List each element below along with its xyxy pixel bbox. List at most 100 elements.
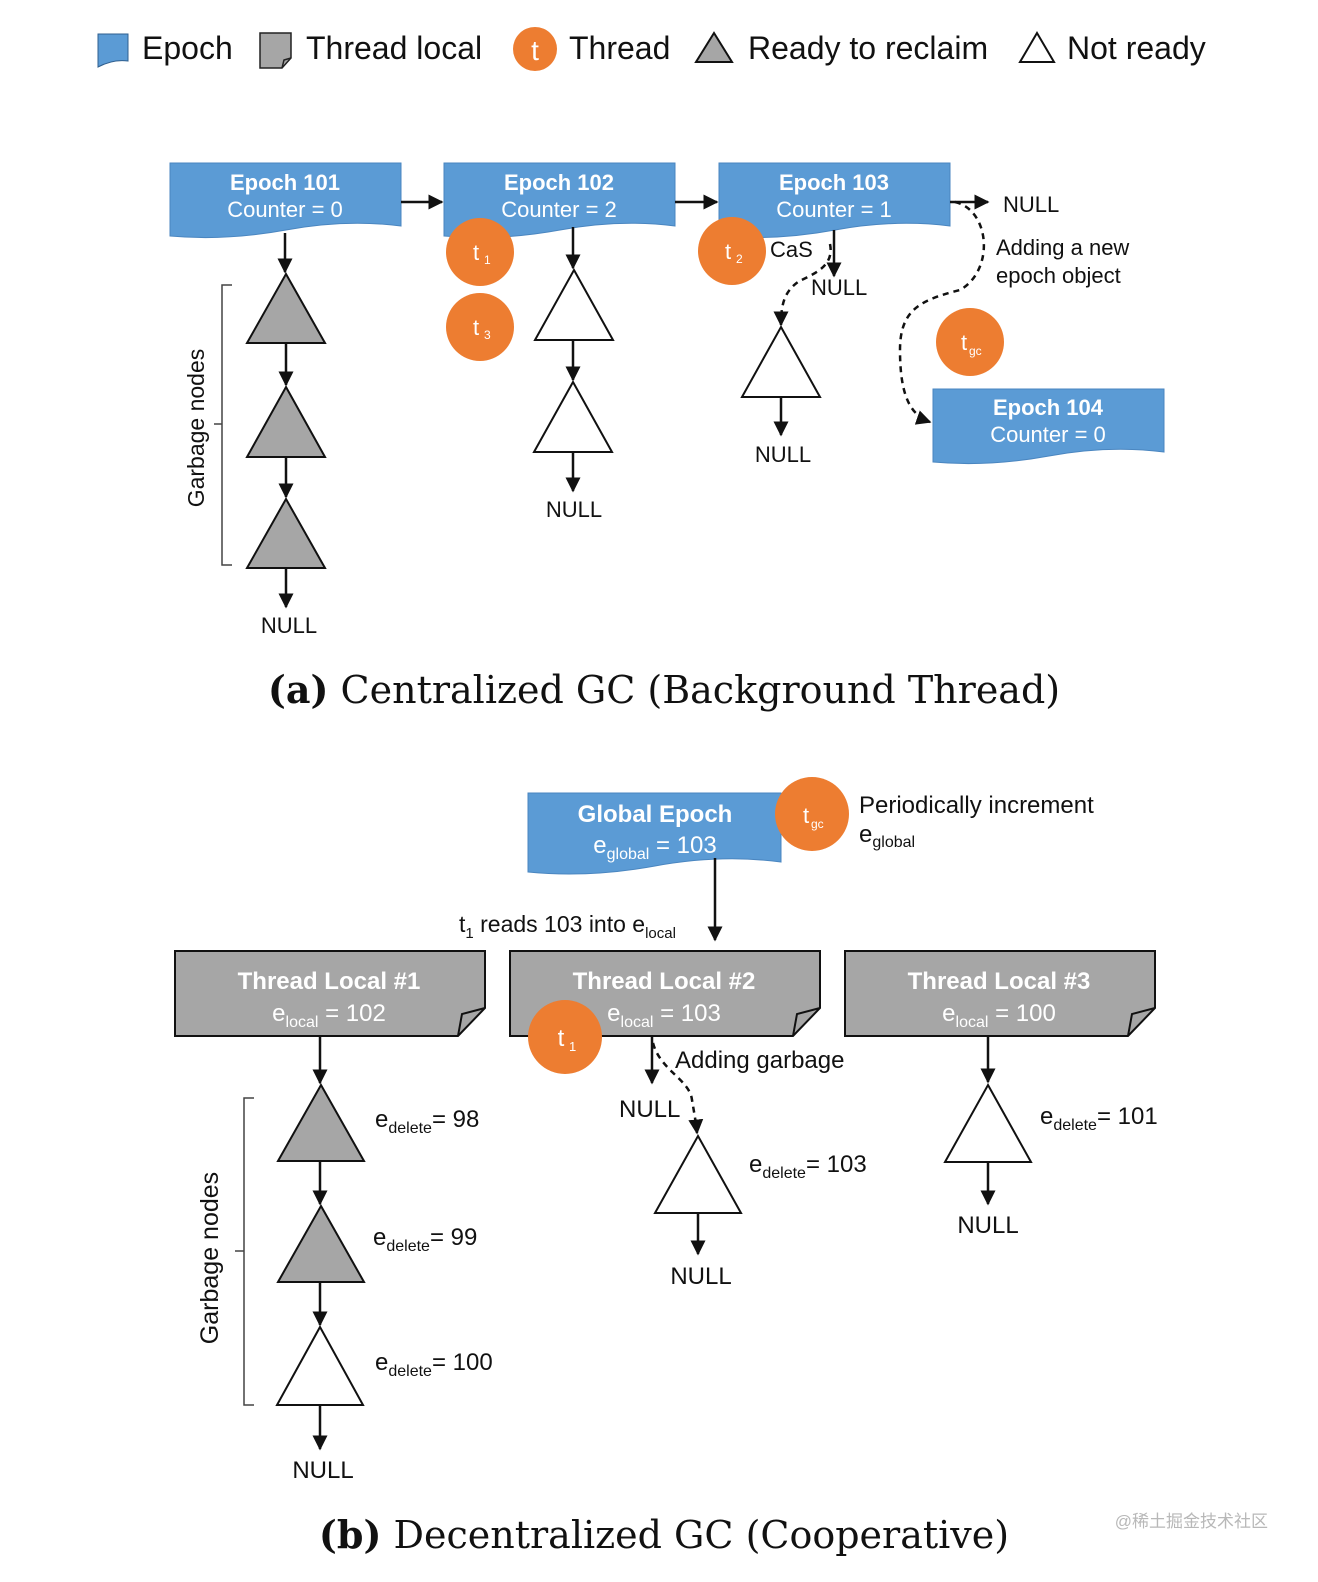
thread-t3-a-letter: t <box>473 315 479 340</box>
garbage-bracket-b <box>235 1097 254 1406</box>
thread-t1-a-sub: 1 <box>484 253 491 267</box>
caption-b: (b) Decentralized GC (Cooperative) <box>319 1512 1009 1557</box>
epoch-103-counter: Counter = 1 <box>776 197 892 222</box>
legend: Epoch Thread local t Thread Ready to rec… <box>97 27 1206 71</box>
periodically-line1: Periodically increment <box>859 792 1094 819</box>
thread-local-box-1: Thread Local #1 elocal = 102 <box>174 950 486 1037</box>
not-ready-triangle-e1 <box>653 1133 743 1214</box>
thread-local-1-title: Thread Local #1 <box>238 968 421 995</box>
thread-tgc-b: t gc <box>775 777 849 851</box>
caption-b-bold: (b) <box>319 1512 382 1557</box>
ready-triangle-a1 <box>245 271 327 344</box>
dashed-cas-arrow <box>773 243 832 327</box>
epoch-101-counter: Counter = 0 <box>227 197 343 222</box>
thread-t3-a-sub: 3 <box>484 328 491 342</box>
legend-thread-local-label: Thread local <box>306 30 482 66</box>
ready-triangle-a2 <box>245 384 327 458</box>
not-ready-triangle-legend-icon <box>1018 31 1056 63</box>
epoch-104-title: Epoch 104 <box>993 395 1104 420</box>
adding-new-line1: Adding a new <box>996 235 1129 260</box>
ready-triangle-legend-icon <box>694 31 734 63</box>
panel-b: Global Epoch eglobal = 103 t gc Periodic… <box>174 777 1158 1557</box>
ready-triangle-d2 <box>276 1203 366 1283</box>
thread-tgc-b-letter: t <box>803 803 809 828</box>
thread-t2-a-sub: 2 <box>736 252 743 266</box>
thread-t1-a: t 1 <box>446 218 514 286</box>
watermark: @稀土掘金技术社区 <box>1115 1512 1268 1531</box>
legend-thread-label: Thread <box>569 30 670 66</box>
epoch-box-103: Epoch 103 Counter = 1 <box>718 162 951 239</box>
epoch-box-104: Epoch 104 Counter = 0 <box>932 388 1165 465</box>
legend-ready-label: Ready to reclaim <box>748 30 988 66</box>
null-label-102: NULL <box>546 497 602 522</box>
null-label-101: NULL <box>261 613 317 638</box>
adding-new-line2: epoch object <box>996 263 1121 288</box>
epoch-104-counter: Counter = 0 <box>990 422 1106 447</box>
null-label-103-cas: NULL <box>811 275 867 300</box>
epoch-legend-icon <box>97 33 129 68</box>
global-epoch-title: Global Epoch <box>578 801 733 828</box>
thread-t2-a: t 2 <box>698 217 766 285</box>
null-label-103-chain: NULL <box>755 442 811 467</box>
not-ready-triangle-c1 <box>740 324 822 398</box>
periodically-line2: eglobal <box>859 821 915 851</box>
edelete-98: edelete= 98 <box>375 1106 479 1137</box>
garbage-nodes-label-b: Garbage nodes <box>196 1172 224 1344</box>
reads-label: t1 reads 103 into elocal <box>459 911 676 942</box>
garbage-nodes-label-a: Garbage nodes <box>183 349 209 508</box>
thread-t1-b-sub: 1 <box>569 1039 576 1054</box>
edelete-100: edelete= 100 <box>375 1349 493 1380</box>
null-label-103-next: NULL <box>1003 192 1059 217</box>
ready-triangle-a3 <box>245 496 327 569</box>
thread-legend-icon <box>513 27 557 71</box>
thread-t1-b-letter: t <box>558 1025 565 1052</box>
epoch-103-title: Epoch 103 <box>779 170 889 195</box>
not-ready-triangle-b2 <box>532 379 614 453</box>
not-ready-triangle-d3 <box>275 1324 365 1406</box>
legend-not-ready-label: Not ready <box>1067 30 1206 66</box>
not-ready-triangle-b1 <box>533 267 615 341</box>
legend-epoch-label: Epoch <box>142 30 233 66</box>
edelete-99: edelete= 99 <box>373 1224 477 1255</box>
panel-a: Epoch 101 Counter = 0 Epoch 102 Counter … <box>169 162 1165 712</box>
thread-tgc-a: t gc <box>936 308 1004 376</box>
epoch-box-101: Epoch 101 Counter = 0 <box>169 162 402 239</box>
thread-tgc-a-sub: gc <box>969 344 982 358</box>
caption-b-text: Decentralized GC (Cooperative) <box>394 1513 1010 1557</box>
thread-local-3-value: elocal = 100 <box>942 1000 1056 1031</box>
null-label-tl2: NULL <box>670 1263 731 1290</box>
thread-legend-letter: t <box>531 35 539 66</box>
thread-tgc-a-letter: t <box>961 330 967 355</box>
thread-local-1-value: elocal = 102 <box>272 1000 386 1031</box>
null-label-tl1: NULL <box>292 1457 353 1484</box>
thread-t2-a-letter: t <box>725 239 731 264</box>
epoch-102-counter: Counter = 2 <box>501 197 617 222</box>
ready-triangle-d1 <box>276 1082 366 1162</box>
epoch-101-title: Epoch 101 <box>230 170 340 195</box>
global-epoch-value-line: eglobal = 103 <box>593 832 716 863</box>
dashed-adding-garbage-arrow <box>651 1042 704 1135</box>
epoch-102-title: Epoch 102 <box>504 170 614 195</box>
thread-local-legend-icon <box>259 32 292 69</box>
not-ready-triangle-f1 <box>943 1082 1033 1163</box>
thread-t1-a-letter: t <box>473 240 479 265</box>
thread-local-2-title: Thread Local #2 <box>573 968 756 995</box>
thread-tgc-b-sub: gc <box>811 817 824 831</box>
adding-garbage-label: Adding garbage <box>675 1047 844 1074</box>
edelete-103: edelete= 103 <box>749 1151 867 1182</box>
epoch-box-102: Epoch 102 Counter = 2 <box>443 162 676 239</box>
thread-local-2-value: elocal = 103 <box>607 1000 721 1031</box>
global-epoch-box: Global Epoch eglobal = 103 <box>527 792 782 875</box>
thread-t3-a: t 3 <box>446 293 514 361</box>
thread-local-box-3: Thread Local #3 elocal = 100 <box>844 950 1156 1037</box>
null-label-tl2-head: NULL <box>619 1096 680 1123</box>
thread-t1-b: t 1 <box>528 1000 602 1074</box>
caption-a: (a) Centralized GC (Background Thread) <box>268 667 1060 712</box>
garbage-bracket-a <box>214 284 232 566</box>
edelete-101: edelete= 101 <box>1040 1103 1158 1134</box>
caption-a-text: Centralized GC (Background Thread) <box>341 668 1061 712</box>
cas-label: CaS <box>770 237 813 262</box>
caption-a-bold: (a) <box>268 667 329 712</box>
thread-local-3-title: Thread Local #3 <box>908 968 1091 995</box>
